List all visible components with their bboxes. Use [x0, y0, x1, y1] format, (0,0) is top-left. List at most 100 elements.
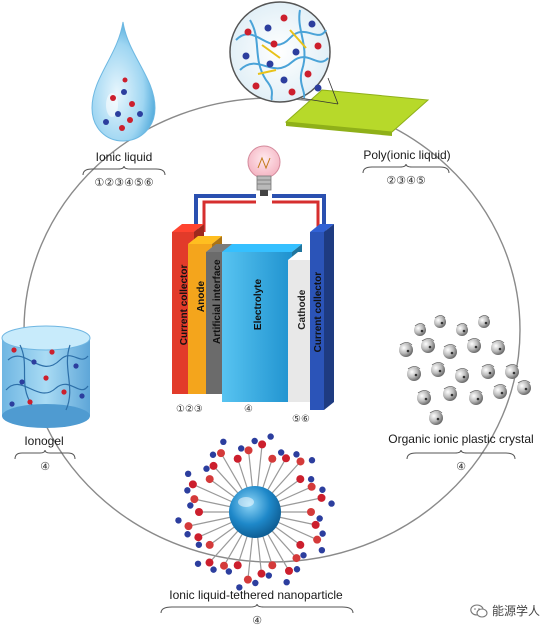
battery-layer-label-electrolyte: Electrolyte [253, 278, 264, 330]
cation [282, 454, 290, 463]
ionic-liquid-refs: ①②③④⑤⑥ [94, 177, 154, 189]
cation [268, 454, 277, 463]
oipc-sphere [443, 386, 457, 401]
nanoparticle-brace [160, 604, 354, 614]
cation [307, 508, 315, 516]
oipc-sphere [414, 323, 426, 336]
poly-ionic-liquid-refs: ②③④⑤ [386, 175, 426, 187]
tether-chain [261, 534, 273, 566]
battery-layer-label-artificial-interface: Artificial interface [212, 259, 223, 344]
anion [194, 560, 202, 567]
ionic-liquid-brace [82, 166, 166, 176]
cation [317, 493, 326, 502]
nanoparticle-core [229, 486, 281, 538]
anion [265, 572, 273, 579]
oipc-brace [406, 450, 516, 460]
cation [220, 561, 228, 570]
battery-layer-label-cathode: Cathode [297, 289, 308, 329]
anion [307, 476, 315, 483]
tether-chain [209, 529, 240, 563]
cation [296, 457, 305, 466]
anion [277, 449, 285, 456]
battery-layer-current-collector-right: Current collector [310, 224, 334, 410]
anion [319, 486, 326, 493]
watermark: 能源学人 [470, 602, 540, 619]
anion [293, 566, 301, 573]
oipc-sphere [493, 384, 507, 399]
cation [258, 440, 267, 449]
cation [285, 566, 293, 575]
anion [319, 530, 326, 537]
anion [184, 487, 191, 494]
wechat-icon [470, 603, 488, 618]
anion [187, 502, 194, 509]
anion [184, 531, 191, 538]
oipc-sphere [431, 362, 445, 377]
anion [283, 578, 290, 586]
cation [184, 522, 193, 531]
tether-chain [256, 535, 263, 574]
oipc-sphere [443, 344, 457, 359]
cation [292, 554, 301, 563]
cation [205, 475, 214, 484]
battery-refs-middle: ④ [244, 404, 253, 415]
cation [296, 540, 305, 549]
anion [184, 470, 192, 478]
anion [175, 517, 182, 524]
oipc-sphere [417, 390, 431, 405]
anion [293, 451, 300, 458]
poly-ionic-liquid-zoom [229, 1, 430, 136]
tether-chain [192, 483, 234, 503]
anion [308, 457, 316, 464]
ionogel-refs: ④ [40, 461, 50, 473]
tether-chain [278, 516, 316, 526]
oipc-sphere [434, 315, 446, 328]
cation [188, 480, 197, 489]
ionic-liquid-drop [91, 21, 156, 142]
oipc-sphere [456, 323, 468, 336]
tether-chain [209, 525, 236, 546]
anion [195, 541, 203, 548]
anion [251, 437, 258, 445]
cation [257, 569, 266, 578]
tether-chain [266, 458, 287, 492]
cation [233, 454, 242, 463]
tether-chain [276, 521, 318, 541]
nanoparticle-label: Ionic liquid-tethered nanoparticle [169, 588, 343, 602]
cation [243, 575, 252, 584]
tether-chain [266, 532, 290, 572]
ionogel-brace [14, 450, 76, 460]
nanoparticle-refs: ④ [252, 615, 262, 627]
anion [267, 433, 274, 440]
tether-chain [276, 486, 312, 503]
oipc-sphere [505, 364, 519, 379]
anion [318, 546, 326, 554]
anion [252, 579, 259, 587]
tether-chain [274, 525, 301, 546]
tether-chain [278, 497, 322, 508]
cation [209, 461, 218, 470]
battery-cell: Current collector Anode Artificial interfa… [172, 145, 334, 410]
oipc-label: Organic ionic plastic crystal [388, 432, 534, 446]
watermark-text: 能源学人 [491, 604, 540, 618]
tether-chain [270, 529, 297, 559]
cation [307, 482, 316, 491]
ionogel-cylinder [1, 325, 91, 428]
cation [195, 508, 203, 516]
ionogel-label: Ionogel [24, 434, 64, 448]
nanoparticle-graphic [175, 433, 335, 591]
oipc-sphere [429, 410, 443, 425]
battery-layer-label-anode: Anode [196, 281, 207, 313]
light-bulb-icon [247, 145, 281, 196]
cation [205, 558, 214, 567]
tether-chain [198, 521, 234, 538]
poly-ionic-liquid-brace [362, 164, 450, 174]
battery-layer-label-current-collector-left: Current collector [179, 265, 190, 346]
cation [233, 561, 242, 570]
oipc-sphere [407, 366, 421, 381]
tether-chain [223, 532, 244, 566]
tether-chain [270, 461, 301, 495]
oipc-refs: ④ [456, 461, 466, 473]
battery-refs-right: ⑤⑥ [292, 414, 310, 425]
tether-chain [274, 478, 301, 499]
